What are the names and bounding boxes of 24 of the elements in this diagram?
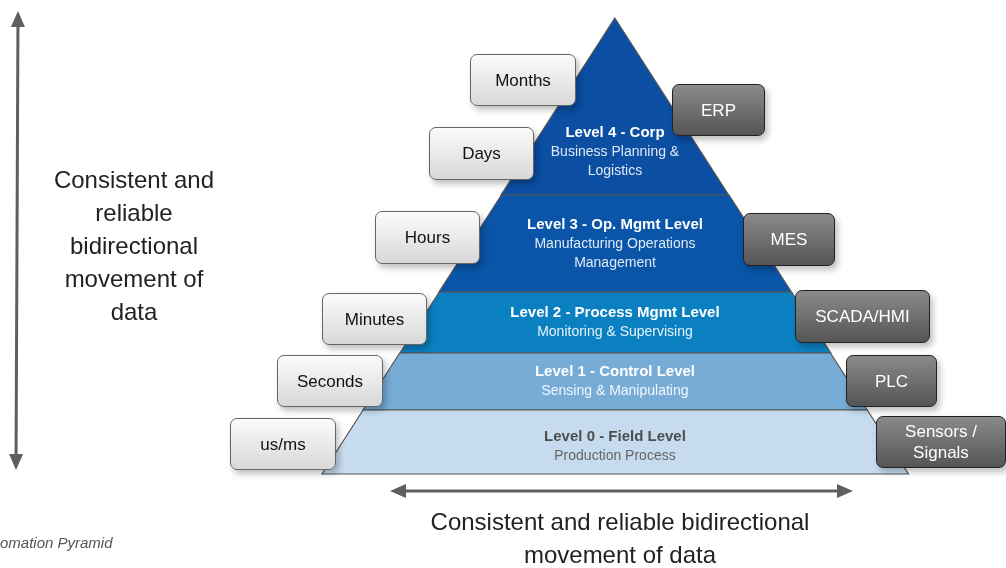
level-title: Level 3 - Op. Mgmt Level [526,214,704,233]
system-box: ERP [672,84,765,136]
time-scale-box: us/ms [230,418,336,470]
time-scale-box: Seconds [277,355,383,407]
time-scale-box: Minutes [322,293,427,345]
system-box: SCADA/HMI [795,290,930,343]
system-box: Sensors / Signals [876,416,1006,468]
system-box: PLC [846,355,937,407]
note-text: Consistent and reliable bidirectional movement of data [429,507,811,568]
time-scale-box: Hours [375,211,480,264]
level-title: Level 1 - Control Level [533,361,696,380]
level-title: Level 2 - Process Mgmt Level [509,302,721,321]
note-text: Consistent and reliable bidirectional movement of data [52,165,216,327]
caption: omation Pyramid [0,534,113,551]
level-title: Level 0 - Field Level [543,426,687,445]
system-box: MES [743,213,835,266]
level-title: Level 4 - Corp [564,122,666,141]
level-description: Sensing & Manipulating [540,381,690,400]
level-description: Production Process [553,446,677,465]
level-description: Monitoring & Supervising [536,322,694,341]
time-scale-box: Days [429,127,534,180]
level-description: Business Planning & Logistics [549,142,681,180]
level-description: Manufacturing Operations Management [533,234,697,272]
time-scale-box: Months [470,54,576,106]
